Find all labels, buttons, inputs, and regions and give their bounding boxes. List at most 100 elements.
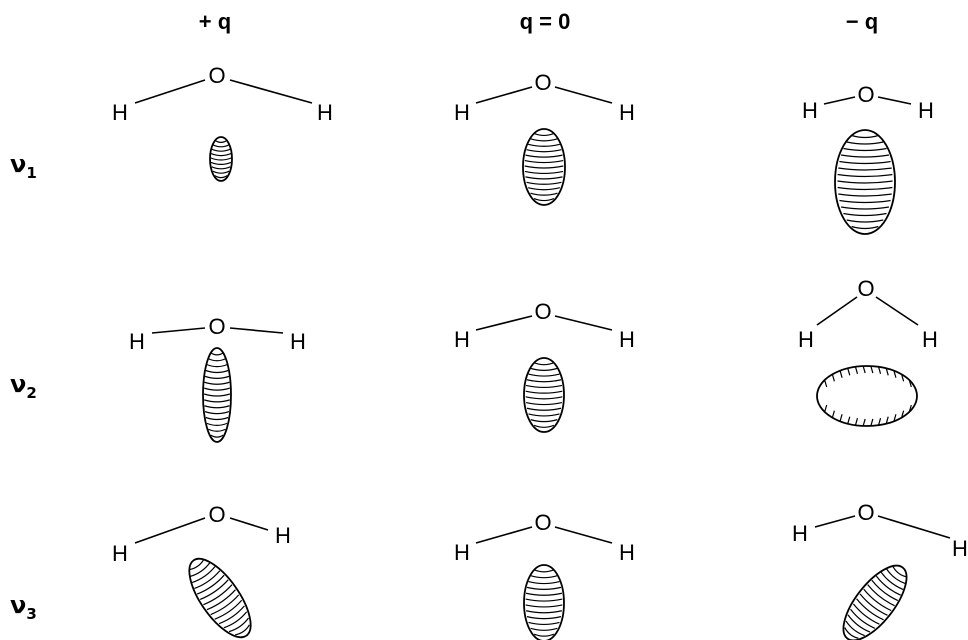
oxygen-atom-label: O xyxy=(534,510,551,535)
molecule-v3-plus-q: OHH xyxy=(112,502,291,566)
bond-line xyxy=(475,526,533,544)
hatch-mark xyxy=(533,362,555,366)
hatch-mark xyxy=(892,565,907,578)
hatch-mark xyxy=(206,364,228,368)
hatch-mark xyxy=(526,149,562,153)
ellipsoid-v1-plus-q xyxy=(209,136,233,182)
bond-line xyxy=(134,79,206,104)
hydrogen-atom-label: H xyxy=(454,327,470,352)
hatch-mark xyxy=(210,594,240,616)
hatch-mark xyxy=(840,206,890,210)
hatch-mark xyxy=(880,571,904,591)
hatch-mark xyxy=(831,374,835,418)
hatch-mark xyxy=(211,166,231,170)
hatch-mark xyxy=(852,603,880,625)
oxygen-atom-label: O xyxy=(857,500,874,525)
hydrogen-atom-label: H xyxy=(792,521,808,546)
hatch-mark xyxy=(210,352,224,356)
hatch-mark xyxy=(908,379,912,413)
column-header-plus-q: + q xyxy=(199,9,231,34)
ellipsoid-v3-minus-q xyxy=(842,564,908,640)
bond-line xyxy=(877,515,951,539)
hatch-mark xyxy=(205,416,229,421)
hatch-mark xyxy=(824,379,828,413)
hatch-mark xyxy=(212,144,230,148)
hatch-mark xyxy=(846,141,884,145)
ellipsoid-v2-q-zero xyxy=(523,357,565,433)
hatch-mark xyxy=(837,186,893,191)
hatch-mark xyxy=(530,367,558,371)
hatch-mark xyxy=(204,381,230,385)
hatch-mark xyxy=(854,366,859,426)
hydrogen-atom-label: H xyxy=(454,540,470,565)
hatch-mark xyxy=(210,153,232,157)
hatch-mark xyxy=(846,219,884,223)
ellipsoid-outline xyxy=(842,564,908,640)
bond-line xyxy=(823,96,856,105)
hatch-mark xyxy=(870,365,874,427)
hatch-mark xyxy=(214,139,228,143)
oxygen-atom-label: O xyxy=(857,82,874,107)
hydrogen-atom-label: H xyxy=(802,98,818,123)
ellipsoid-v1-minus-q xyxy=(834,129,896,235)
hatch-mark xyxy=(223,611,248,629)
hydrogen-atom-label: H xyxy=(952,536,968,561)
hatch-mark xyxy=(205,369,229,374)
oxygen-atom-label: O xyxy=(534,299,551,324)
hatch-mark xyxy=(862,365,866,427)
molecule-v3-q-zero: O H H xyxy=(454,510,635,565)
hatch-mark xyxy=(203,584,233,606)
hatch-mark xyxy=(524,170,564,175)
hatch-mark xyxy=(525,604,563,608)
hatch-mark xyxy=(533,132,555,137)
hatch-mark xyxy=(525,390,563,394)
hatch-mark xyxy=(525,401,563,406)
hatch-mark xyxy=(847,614,871,633)
bond-line xyxy=(554,315,613,331)
hatch-mark xyxy=(843,147,887,152)
hatch-mark xyxy=(851,225,879,230)
hydrogen-atom-label: H xyxy=(798,327,814,352)
hatch-mark xyxy=(525,176,563,180)
hatch-mark xyxy=(877,366,882,426)
mode-label-v1: ν1 xyxy=(10,150,37,182)
hatch-mark xyxy=(235,624,250,636)
hatch-mark xyxy=(533,424,555,428)
hatch-mark xyxy=(530,192,558,196)
oxygen-atom-label: O xyxy=(208,502,225,527)
hatch-mark xyxy=(194,570,221,590)
hydrogen-atom-label: H xyxy=(619,540,635,565)
hatch-mark xyxy=(533,569,555,573)
hatch-mark xyxy=(837,173,893,178)
hatch-mark xyxy=(850,608,876,629)
hatch-mark xyxy=(867,584,895,607)
hatch-mark xyxy=(840,154,890,158)
ellipsoid-outline xyxy=(816,365,918,427)
hatch-mark xyxy=(196,574,225,595)
hatch-mark xyxy=(839,199,891,204)
ellipsoid-v2-minus-q xyxy=(816,365,918,427)
hatch-mark xyxy=(528,580,560,585)
bond-line xyxy=(554,526,613,544)
hatch-mark xyxy=(875,575,901,596)
hatch-mark xyxy=(533,198,555,202)
oxygen-atom-label: O xyxy=(534,70,551,95)
hydrogen-atom-label: H xyxy=(129,329,145,354)
hatch-mark xyxy=(190,562,211,577)
hatch-mark xyxy=(210,157,232,161)
hatch-mark xyxy=(901,374,905,418)
hatch-mark xyxy=(837,180,893,184)
hatch-mark xyxy=(863,588,892,612)
hatch-mark xyxy=(530,138,558,142)
hatch-mark xyxy=(214,599,243,620)
ellipsoid-v3-plus-q xyxy=(188,557,252,639)
hatch-mark xyxy=(845,620,865,637)
hatch-mark xyxy=(218,605,245,625)
hatch-mark xyxy=(844,627,859,639)
hatch-mark xyxy=(859,593,888,616)
hatch-mark xyxy=(851,134,879,139)
